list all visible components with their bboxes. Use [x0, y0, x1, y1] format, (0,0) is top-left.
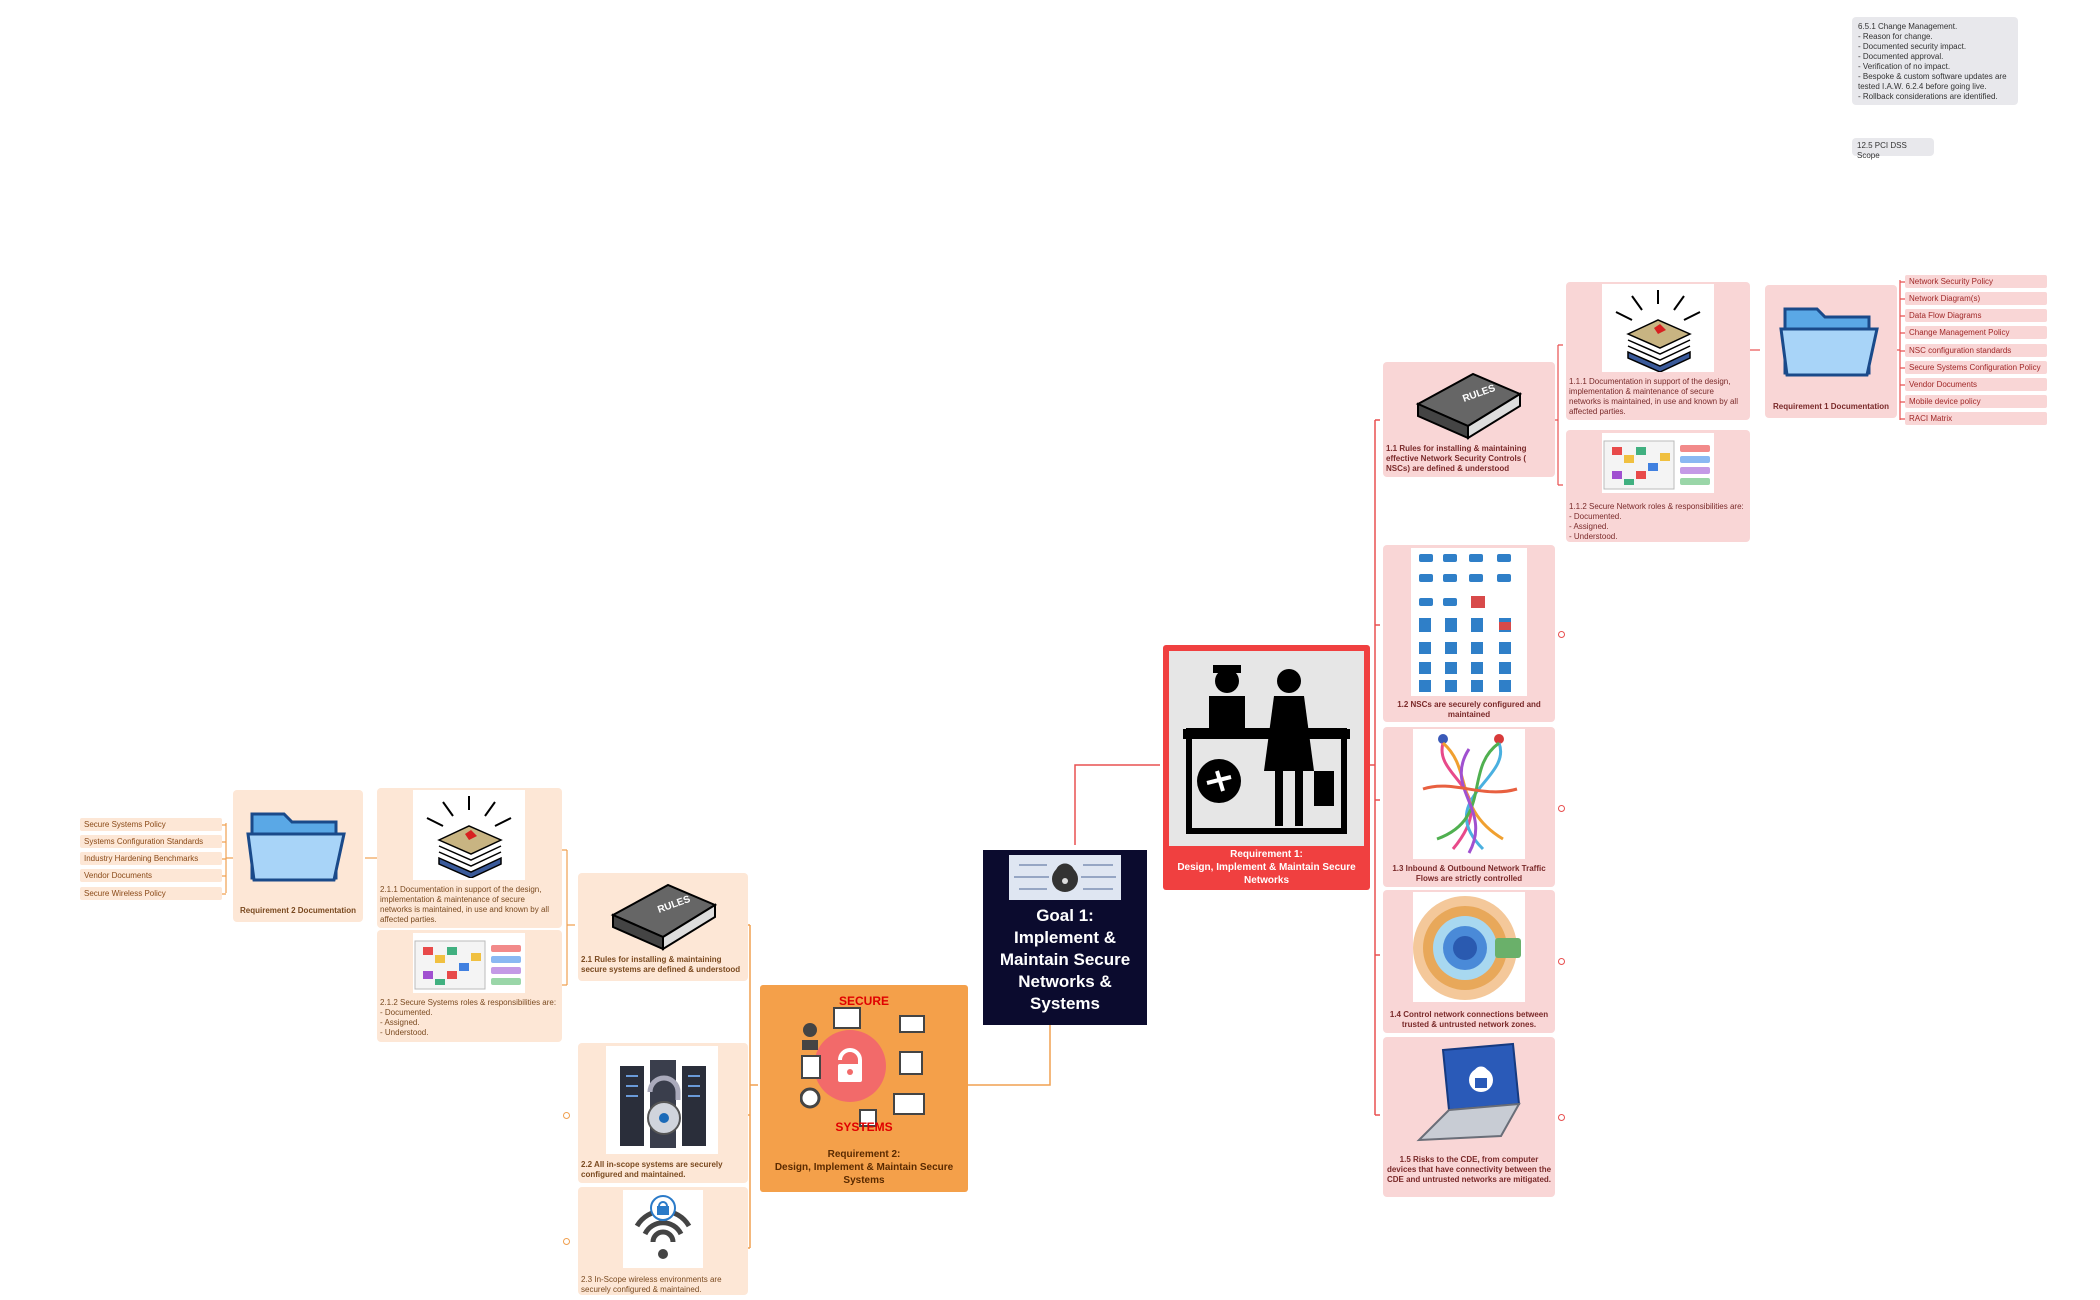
document-stack-icon-2 [413, 790, 525, 880]
req-1-doc-change-management-policy[interactable]: Change Management Policy [1905, 326, 2047, 339]
change-management-note[interactable]: 6.5.1 Change Management. - Reason for ch… [1852, 17, 2018, 105]
lock-circuit-image [1009, 855, 1121, 900]
requirement-2-documentation-label: Requirement 2 Documentation [239, 906, 356, 915]
req-2-1-1-documentation-node[interactable]: 2.1.1 Documentation in support of the de… [377, 788, 562, 928]
requirement-2-documentation-node[interactable]: Requirement 2 Documentation [233, 790, 363, 922]
req-1-5-risks-node[interactable]: 1.5 Risks to the CDE, from computer devi… [1383, 1037, 1555, 1197]
req-2-3-text: 2.3 In-Scope wireless environments are s… [581, 1275, 722, 1294]
req-2-1-1-text: 2.1.1 Documentation in support of the de… [380, 885, 549, 924]
rules-book-icon-2: RULES [603, 875, 723, 955]
secure-systems-icon [799, 990, 928, 1140]
laptop-lock-icon [1413, 1040, 1525, 1150]
req-1-2-nsc-node[interactable]: 1.2 NSCs are securely configured and mai… [1383, 545, 1555, 722]
server-lock-image [606, 1046, 718, 1154]
raci-matrix-image-2 [413, 933, 525, 993]
req-1-1-2-roles-node[interactable]: 1.1.2 Secure Network roles & responsibil… [1566, 430, 1750, 542]
requirement-1-documentation-label: Requirement 1 Documentation [1772, 402, 1889, 411]
airport-security-icon [1169, 651, 1364, 846]
expand-toggle-1-3[interactable] [1558, 805, 1565, 812]
goal-1-node[interactable]: Goal 1: Implement & Maintain Secure Netw… [983, 850, 1147, 1025]
requirement-1-node[interactable]: Requirement 1: Design, Implement & Maint… [1163, 645, 1370, 890]
raci-matrix-image [1602, 433, 1714, 493]
req-2-doc-systems-configuration-standards[interactable]: Systems Configuration Standards [80, 835, 222, 848]
req-2-2-text: 2.2 All in-scope systems are securely co… [581, 1160, 723, 1179]
expand-toggle-1-5[interactable] [1558, 1114, 1565, 1121]
req-1-doc-nsc-configuration-standards[interactable]: NSC configuration standards [1905, 344, 2047, 357]
goal-1-title: Goal 1: Implement & Maintain Secure Netw… [999, 906, 1131, 1013]
req-1-3-text: 1.3 Inbound & Outbound Network Traffic F… [1392, 864, 1546, 883]
document-stack-icon [1602, 284, 1714, 373]
systems-label: SYSTEMS [835, 1120, 893, 1134]
folder-icon-2 [246, 804, 350, 886]
req-1-2-text: 1.2 NSCs are securely configured and mai… [1397, 700, 1541, 719]
req-2-1-2-roles-node[interactable]: 2.1.2 Secure Systems roles & responsibil… [377, 930, 562, 1042]
req-1-doc-network-diagrams[interactable]: Network Diagram(s) [1905, 292, 2047, 305]
requirement-2-node[interactable]: SECURE SYSTEMS Requirement 2: Design, Im… [760, 985, 968, 1192]
requirement-2-title: Requirement 2: Design, Implement & Maint… [774, 1149, 954, 1186]
requirement-1-title: Requirement 1: Design, Implement & Maint… [1177, 849, 1356, 886]
folder-icon [1779, 299, 1883, 381]
req-2-doc-secure-wireless-policy[interactable]: Secure Wireless Policy [80, 887, 222, 900]
req-1-doc-vendor-documents[interactable]: Vendor Documents [1905, 378, 2047, 391]
req-1-1-1-text: 1.1.1 Documentation in support of the de… [1569, 377, 1738, 416]
network-zones-image [1413, 892, 1525, 1002]
wireless-lock-icon [623, 1190, 703, 1268]
req-1-1-rules-node[interactable]: RULES 1.1 Rules for installing & maintai… [1383, 362, 1555, 477]
expand-toggle-2-2[interactable] [563, 1112, 570, 1119]
req-1-4-text: 1.4 Control network connections between … [1389, 1010, 1549, 1029]
traffic-flow-image [1413, 729, 1525, 859]
req-1-5-text: 1.5 Risks to the CDE, from computer devi… [1386, 1155, 1552, 1184]
req-2-1-2-text: 2.1.2 Secure Systems roles & responsibil… [380, 998, 557, 1037]
req-1-doc-network-security-policy[interactable]: Network Security Policy [1905, 275, 2047, 288]
req-1-1-text: 1.1 Rules for installing & maintaining e… [1386, 444, 1527, 473]
req-1-doc-raci-matrix[interactable]: RACI Matrix [1905, 412, 2047, 425]
req-2-doc-vendor-documents[interactable]: Vendor Documents [80, 869, 222, 882]
req-1-doc-data-flow-diagrams[interactable]: Data Flow Diagrams [1905, 309, 2047, 322]
req-2-doc-secure-systems-policy[interactable]: Secure Systems Policy [80, 818, 222, 831]
req-2-3-wireless-node[interactable]: 2.3 In-Scope wireless environments are s… [578, 1187, 748, 1295]
req-1-1-2-text: 1.1.2 Secure Network roles & responsibil… [1569, 502, 1744, 541]
expand-toggle-2-3[interactable] [563, 1238, 570, 1245]
req-2-1-text: 2.1 Rules for installing & maintaining s… [581, 955, 741, 974]
req-1-1-1-documentation-node[interactable]: 1.1.1 Documentation in support of the de… [1566, 282, 1750, 420]
expand-toggle-1-2[interactable] [1558, 631, 1565, 638]
network-devices-image [1411, 548, 1527, 696]
req-1-4-control-node[interactable]: 1.4 Control network connections between … [1383, 890, 1555, 1033]
pci-scope-note[interactable]: 12.5 PCI DSS Scope [1852, 138, 1934, 160]
req-2-1-rules-node[interactable]: RULES 2.1 Rules for installing & maintai… [578, 873, 748, 981]
req-1-doc-mobile-device-policy[interactable]: Mobile device policy [1905, 395, 2047, 408]
rules-book-icon: RULES [1408, 364, 1528, 444]
req-2-doc-industry-hardening-benchmarks[interactable]: Industry Hardening Benchmarks [80, 852, 222, 865]
expand-toggle-1-4[interactable] [1558, 958, 1565, 965]
req-1-3-traffic-node[interactable]: 1.3 Inbound & Outbound Network Traffic F… [1383, 727, 1555, 887]
secure-label: SECURE [838, 994, 889, 1008]
requirement-1-documentation-node[interactable]: Requirement 1 Documentation [1765, 285, 1897, 418]
req-1-doc-secure-systems-configuration-policy[interactable]: Secure Systems Configuration Policy [1905, 361, 2047, 374]
req-2-2-inscope-node[interactable]: 2.2 All in-scope systems are securely co… [578, 1043, 748, 1183]
